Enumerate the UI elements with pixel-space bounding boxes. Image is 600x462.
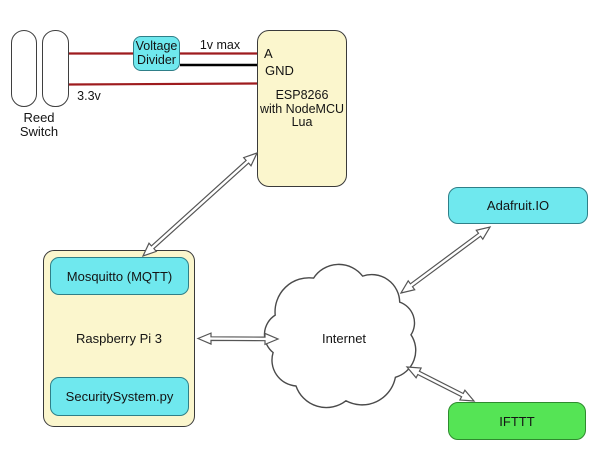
arrow-internet-ifttt <box>405 366 476 402</box>
esp8266-pin-a: A <box>264 46 273 61</box>
security-system-node: SecuritySystem.py <box>50 377 189 416</box>
arrow-internet-adafruit <box>399 226 492 294</box>
mosquitto-node: Mosquitto (MQTT) <box>50 257 189 295</box>
wire-label-1v-max: 1v max <box>199 38 241 52</box>
reed-switch-contact-left <box>11 30 37 107</box>
esp8266-label-line3: Lua <box>291 115 313 129</box>
esp8266-node: A GND ESP8266 with NodeMCU Lua <box>257 30 347 187</box>
reed-switch-label: Reed Switch <box>2 111 76 139</box>
arrow-raspberrypi-internet <box>196 332 280 346</box>
esp8266-pin-gnd: GND <box>265 63 294 78</box>
arrow-esp-raspberrypi <box>141 151 259 258</box>
reed-switch-label-line2: Switch <box>19 124 59 139</box>
ifttt-node: IFTTT <box>448 402 586 440</box>
esp8266-label: ESP8266 with NodeMCU Lua <box>258 88 346 130</box>
esp8266-label-line1: ESP8266 <box>275 88 329 102</box>
ifttt-label: IFTTT <box>499 413 535 429</box>
security-system-label: SecuritySystem.py <box>65 389 174 404</box>
raspberry-pi-node: Mosquitto (MQTT) Raspberry Pi 3 Security… <box>43 250 195 427</box>
mosquitto-label: Mosquitto (MQTT) <box>66 268 173 284</box>
wire-supply-red <box>68 82 258 86</box>
adafruit-io-node: Adafruit.IO <box>448 187 588 224</box>
reed-switch-label-line1: Reed <box>23 110 55 125</box>
esp8266-label-line2: with NodeMCU <box>259 101 345 116</box>
wire-label-3v3: 3.3v <box>77 89 101 103</box>
voltage-divider-label: Voltage Divider <box>135 39 178 67</box>
voltage-divider-line2: Divider <box>137 52 176 67</box>
internet-label: Internet <box>321 331 367 346</box>
reed-switch-contact-right <box>42 30 69 107</box>
voltage-divider-node: Voltage Divider <box>133 36 180 71</box>
adafruit-io-label: Adafruit.IO <box>486 198 550 213</box>
voltage-divider-line1: Voltage <box>135 39 178 53</box>
raspberry-pi-label: Raspberry Pi 3 <box>76 331 162 346</box>
